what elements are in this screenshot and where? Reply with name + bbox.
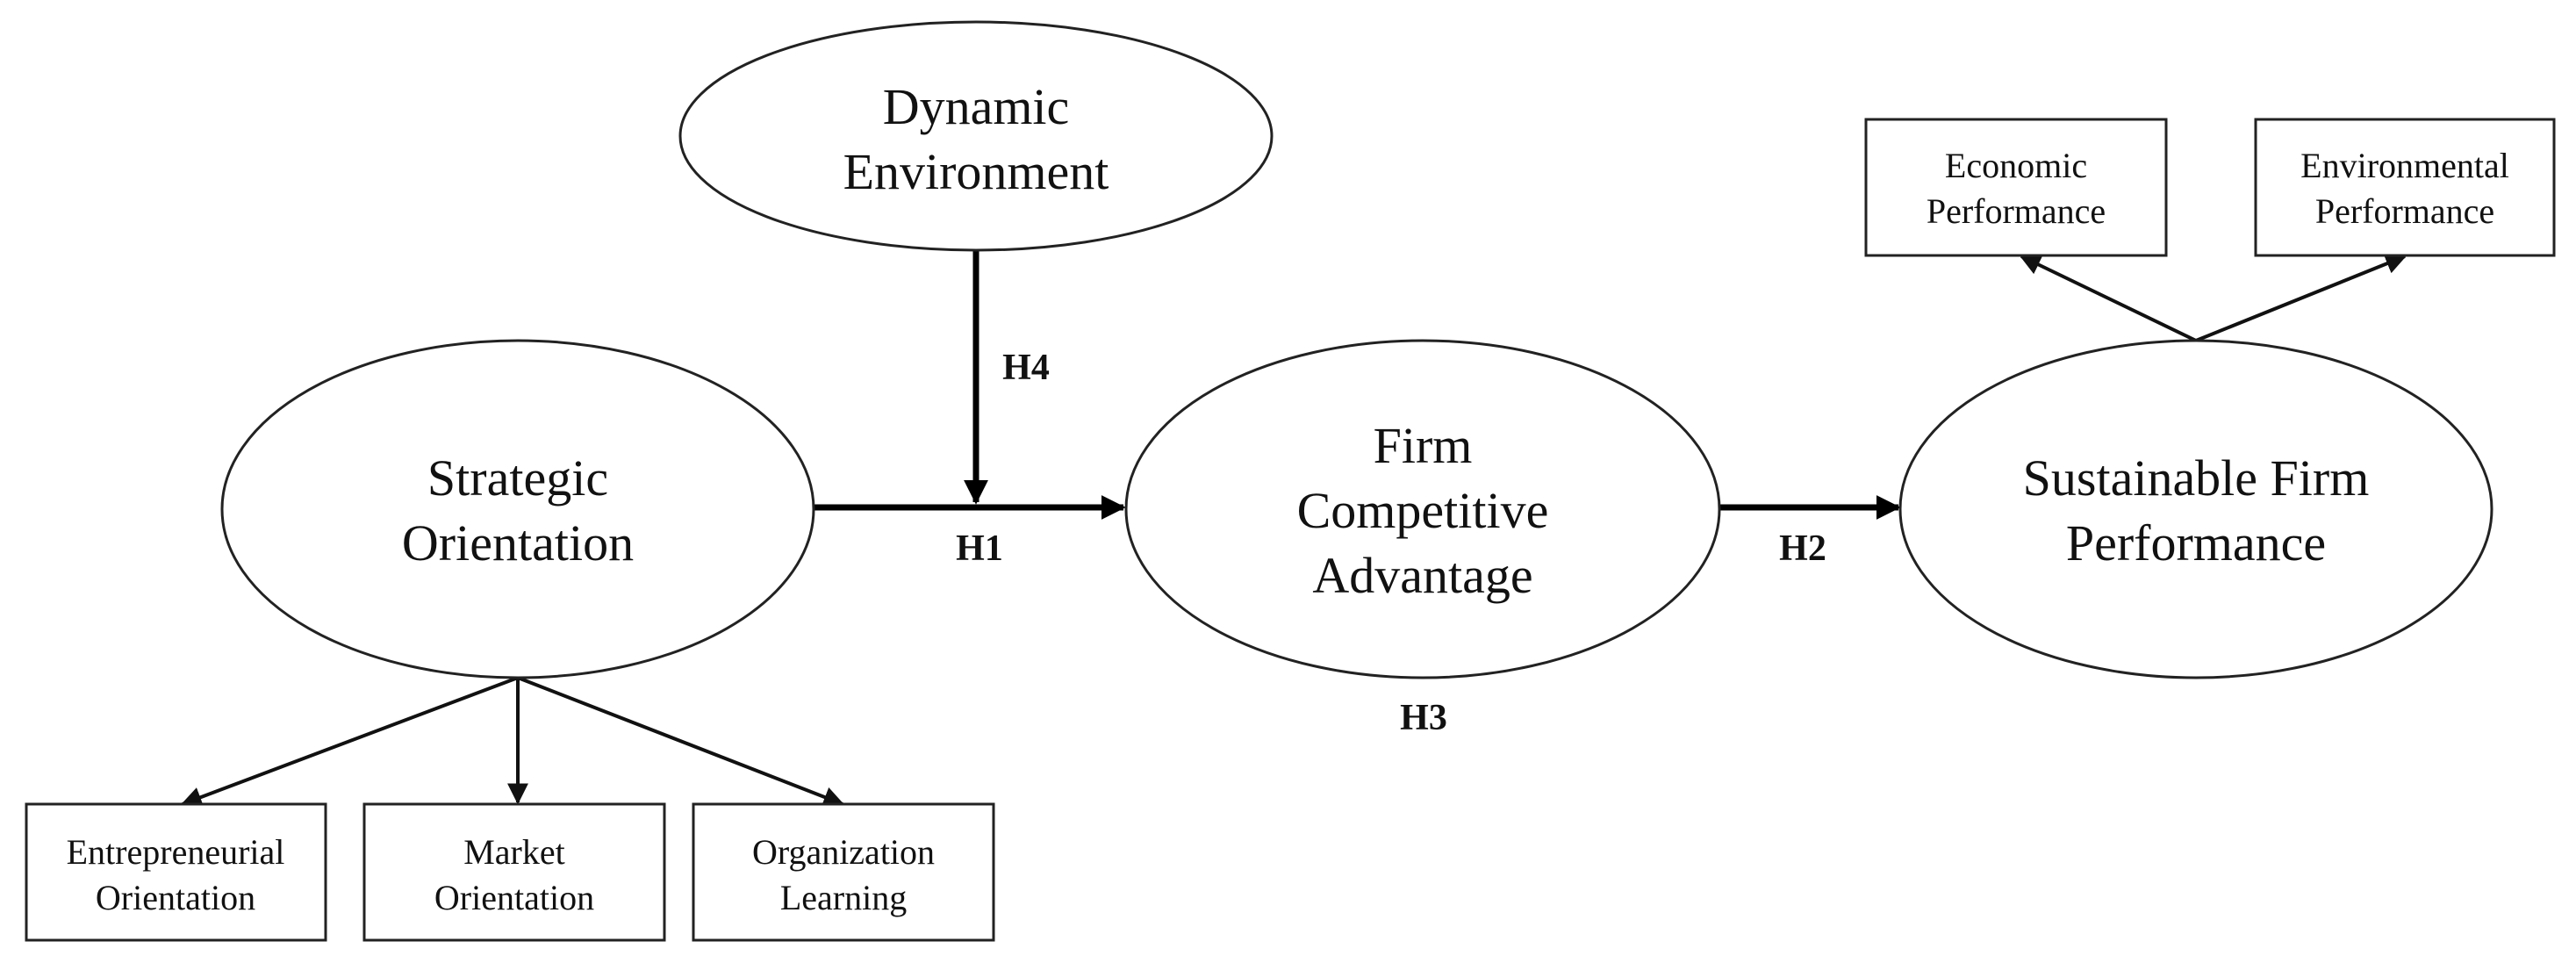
sustainable-firm-performance-line1: Sustainable Firm <box>2023 449 2370 507</box>
environmental-performance-line1: Environmental <box>2300 146 2509 185</box>
node-economic-performance: Economic Performance <box>1864 118 2168 257</box>
dynamic-environment-line1: Dynamic <box>883 78 1070 135</box>
box-economic-performance <box>1864 118 2168 257</box>
market-orientation-line1: Market <box>463 832 565 872</box>
ellipse-strategic-orientation <box>220 339 815 679</box>
label-h3: H3 <box>1400 698 1447 738</box>
environmental-performance-line2: Performance <box>2315 191 2494 231</box>
label-h4: H4 <box>1002 348 1050 388</box>
node-environmental-performance: Environmental Performance <box>2254 118 2556 257</box>
economic-performance-line1: Economic <box>1945 146 2087 185</box>
node-market-orientation: Market Orientation <box>362 802 666 942</box>
sustainable-firm-performance-line2: Performance <box>2066 514 2326 571</box>
market-orientation-line2: Orientation <box>434 878 594 917</box>
connectors <box>180 250 2407 808</box>
box-environmental-performance <box>2254 118 2556 257</box>
arrow-to-organization-learning <box>517 676 845 808</box>
node-dynamic-environment: Dynamic Environment <box>678 20 1274 252</box>
ellipse-sustainable-firm-performance <box>1898 339 2493 679</box>
entrepreneurial-orientation-line1: Entrepreneurial <box>67 832 285 872</box>
ellipse-firm-competitive-advantage <box>1124 339 1721 679</box>
node-organization-learning: Organization Learning <box>692 802 995 942</box>
arrow-to-economic-performance <box>2019 255 2197 342</box>
firm-competitive-advantage-line2: Competitive <box>1297 482 1549 539</box>
ellipse-dynamic-environment <box>678 20 1274 252</box>
organization-learning-line2: Learning <box>780 878 907 917</box>
arrow-to-entrepreneurial-orientation <box>180 676 519 808</box>
node-entrepreneurial-orientation: Entrepreneurial Orientation <box>25 802 327 942</box>
box-organization-learning <box>692 802 995 942</box>
organization-learning-line1: Organization <box>752 832 935 872</box>
arrow-to-environmental-performance <box>2195 253 2407 342</box>
node-sustainable-firm-performance: Sustainable Firm Performance <box>1898 339 2493 679</box>
label-h2: H2 <box>1779 528 1826 569</box>
node-firm-competitive-advantage: Firm Competitive Advantage <box>1124 339 1721 679</box>
firm-competitive-advantage-line1: Firm <box>1374 417 1473 474</box>
label-h1: H1 <box>956 528 1003 569</box>
box-market-orientation <box>362 802 666 942</box>
entrepreneurial-orientation-line2: Orientation <box>96 878 255 917</box>
strategic-orientation-line2: Orientation <box>402 514 634 571</box>
hypothesis-labels: H4 H1 H2 H3 <box>956 348 1826 738</box>
firm-competitive-advantage-line3: Advantage <box>1312 547 1532 604</box>
strategic-orientation-line1: Strategic <box>427 449 608 507</box>
box-entrepreneurial-orientation <box>25 802 327 942</box>
dynamic-environment-line2: Environment <box>843 143 1109 200</box>
economic-performance-line2: Performance <box>1927 191 2106 231</box>
node-strategic-orientation: Strategic Orientation <box>220 339 815 679</box>
